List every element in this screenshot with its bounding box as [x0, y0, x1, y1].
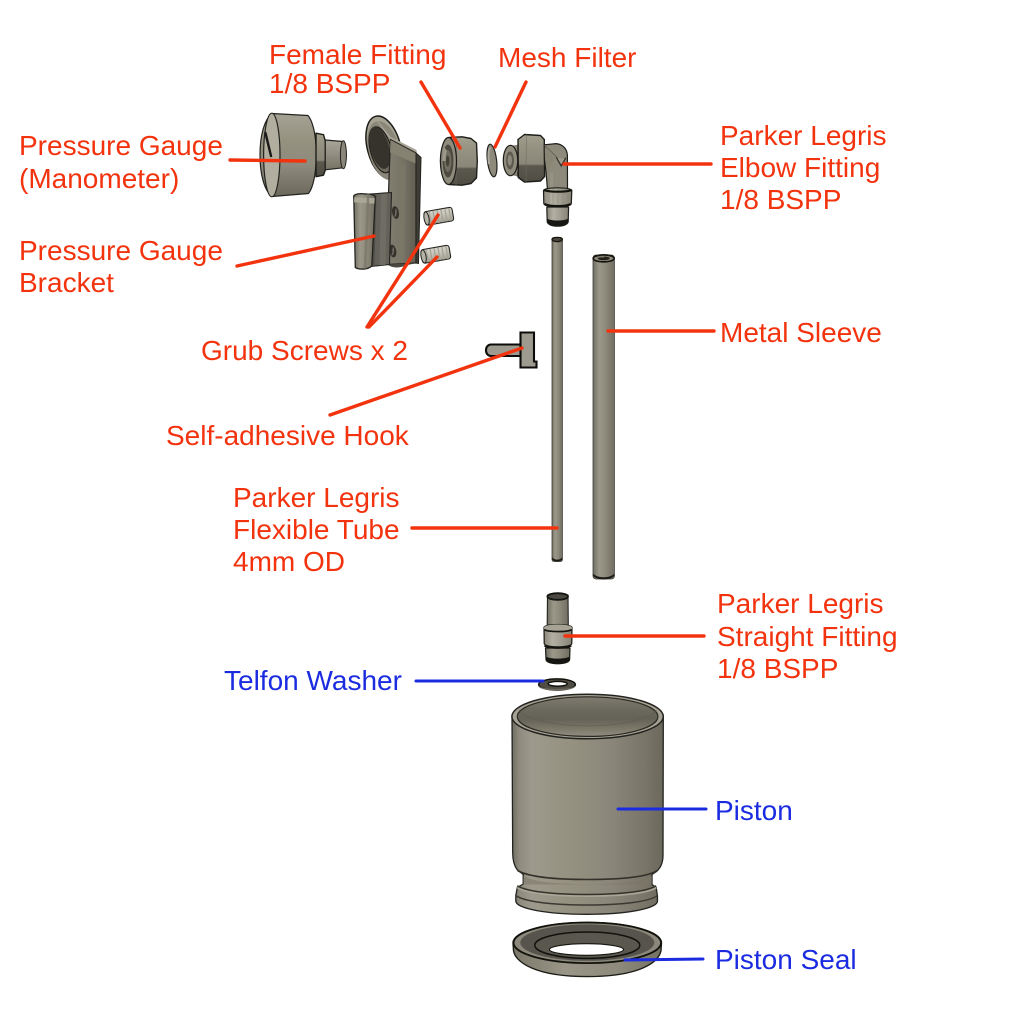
svg-text:Bracket: Bracket: [19, 267, 114, 298]
svg-text:Straight Fitting: Straight Fitting: [717, 621, 898, 652]
svg-text:Mesh Filter: Mesh Filter: [498, 42, 636, 73]
svg-text:Elbow Fitting: Elbow Fitting: [720, 152, 880, 183]
svg-text:Self-adhesive Hook: Self-adhesive Hook: [166, 420, 410, 451]
svg-text:Pressure Gauge: Pressure Gauge: [19, 130, 223, 161]
svg-text:Parker Legris: Parker Legris: [717, 588, 884, 619]
svg-text:(Manometer): (Manometer): [19, 163, 179, 194]
svg-text:Flexible Tube: Flexible Tube: [233, 514, 400, 545]
svg-text:Parker Legris: Parker Legris: [720, 120, 887, 151]
svg-text:Piston Seal: Piston Seal: [715, 944, 857, 975]
svg-text:1/8 BSPP: 1/8 BSPP: [717, 653, 838, 684]
svg-text:Pressure Gauge: Pressure Gauge: [19, 235, 223, 266]
svg-text:4mm OD: 4mm OD: [233, 546, 345, 577]
svg-text:Parker Legris: Parker Legris: [233, 482, 400, 513]
svg-text:Female Fitting: Female Fitting: [269, 39, 446, 70]
svg-text:Telfon Washer: Telfon Washer: [224, 665, 402, 696]
svg-text:1/8 BSPP: 1/8 BSPP: [720, 184, 841, 215]
svg-text:1/8 BSPP: 1/8 BSPP: [269, 68, 390, 99]
svg-text:Metal Sleeve: Metal Sleeve: [720, 317, 882, 348]
svg-text:Grub Screws x 2: Grub Screws x 2: [201, 335, 408, 366]
svg-text:Piston: Piston: [715, 795, 793, 826]
